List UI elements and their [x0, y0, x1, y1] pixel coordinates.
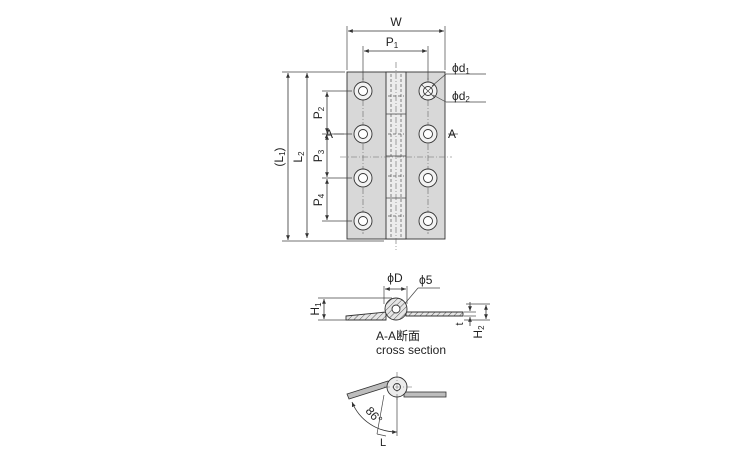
label-phi-5: ϕ5: [419, 273, 433, 287]
hole-right-2: [418, 124, 438, 144]
label-l1: (L: [272, 156, 286, 167]
label-h2-sub: 2: [477, 325, 486, 330]
label-h1: H: [308, 307, 322, 316]
hole-left-2: [353, 124, 373, 144]
label-d2: ϕd: [452, 89, 465, 103]
svg-text:P2: P2: [311, 106, 326, 119]
cross-section-view: ϕD ϕ5 H1 t H2 A-A断面 cross section: [308, 271, 490, 357]
label-p2: P: [311, 111, 325, 119]
label-d2-sub: 2: [465, 95, 470, 104]
label-p3: P: [311, 154, 325, 162]
label-w: W: [390, 15, 402, 29]
section-pin: [391, 304, 401, 314]
label-phi-d: ϕD: [387, 271, 403, 285]
svg-text:P3: P3: [311, 149, 326, 162]
label-h2: H: [471, 330, 485, 339]
section-leaf-right: [405, 311, 464, 317]
open-angle-view: 86° L: [346, 372, 447, 449]
label-p4: P: [311, 198, 325, 206]
dimension-l2: L2: [291, 73, 309, 238]
hole-right-4: [418, 211, 438, 231]
hole-left-1: [353, 81, 373, 101]
label-t: t: [454, 322, 466, 325]
hole-left-3: [353, 168, 373, 188]
hole-right-1: [418, 81, 438, 101]
svg-text:ϕd1: ϕd1: [452, 61, 470, 76]
angle-arc: [351, 401, 398, 434]
svg-text:ϕd2: ϕd2: [452, 89, 470, 104]
label-p4-sub: 4: [317, 193, 326, 198]
section-title: A-A断面: [376, 328, 420, 343]
front-view: W P1 ϕd1 ϕd2 A A: [272, 15, 486, 250]
label-d1-sub: 1: [465, 67, 470, 76]
dimension-pitches: P2 P3 P4: [311, 90, 352, 222]
hole-right-3: [418, 168, 438, 188]
label-open-l: L: [380, 437, 386, 449]
dimension-w: W: [346, 15, 446, 70]
label-l2-sub: 2: [297, 151, 306, 156]
label-l1-close: ): [272, 147, 286, 151]
label-h1-sub: 1: [314, 302, 323, 307]
svg-text:H1: H1: [308, 302, 323, 316]
svg-text:H2: H2: [471, 325, 486, 339]
svg-text:(L1): (L1): [272, 147, 287, 166]
label-d1: ϕd: [452, 61, 465, 75]
svg-text:P1: P1: [386, 35, 399, 50]
open-leaf-right: [403, 391, 447, 398]
label-section-right: A: [448, 127, 456, 141]
svg-text:P4: P4: [311, 193, 326, 206]
svg-text:L2: L2: [291, 151, 306, 163]
dimension-p1: P1: [362, 35, 429, 80]
hole-left-4: [353, 211, 373, 231]
label-l2: L: [291, 156, 305, 163]
label-p1: P: [386, 35, 394, 49]
section-subtitle: cross section: [376, 343, 446, 357]
label-p2-sub: 2: [317, 106, 326, 111]
hole-diameter-callouts: ϕd1 ϕd2: [431, 61, 486, 104]
label-l1-sub: 1: [278, 151, 287, 156]
dimension-l1: (L1): [272, 71, 384, 242]
label-p1-sub: 1: [394, 41, 399, 50]
label-p3-sub: 3: [317, 149, 326, 154]
section-leaf-left: [345, 311, 387, 321]
